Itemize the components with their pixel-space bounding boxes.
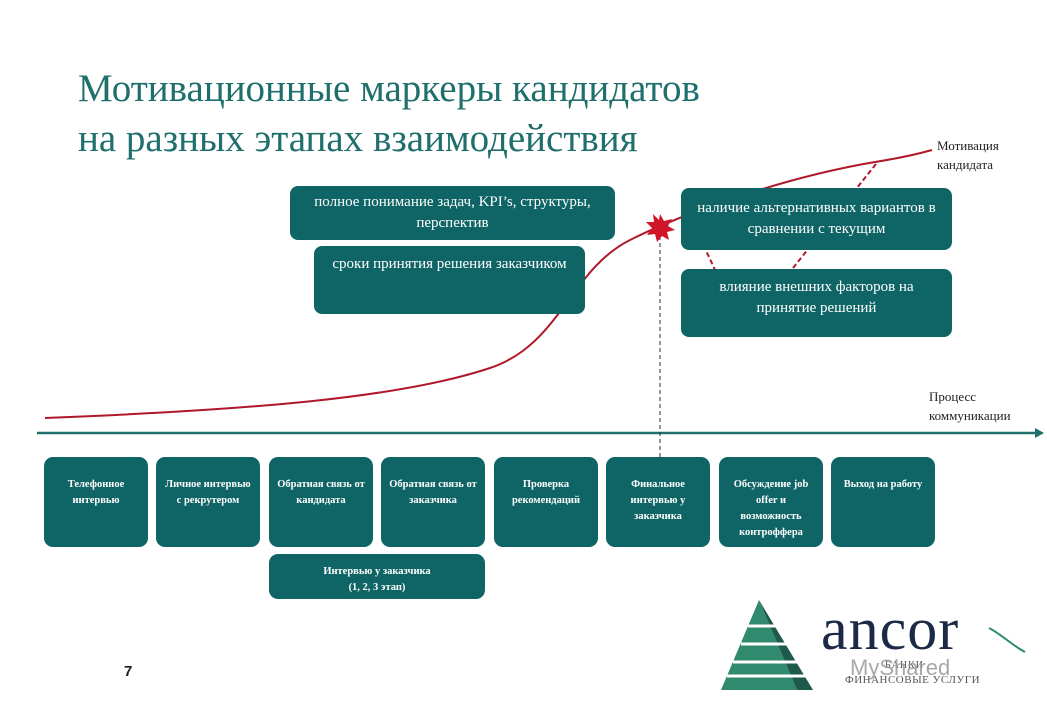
sub-stage-line2: (1, 2, 3 этап) [348, 582, 406, 593]
stage-text: Финальное интервью у заказчика [630, 479, 686, 522]
motivation-label-line1: Мотивация [937, 138, 999, 153]
logo-subtitle: ФИНАНСОВЫЕ УСЛУГИ [845, 674, 981, 686]
marker-external-factors: влияние внешних факторов на принятие реш… [681, 269, 952, 337]
slide-title: Мотивационные маркеры кандидатов на разн… [78, 64, 898, 164]
process-label-line2: коммуникации [929, 408, 1011, 423]
slide-title-line2: на разных этапах взаимодействия [78, 117, 638, 160]
page-number: 7 [124, 663, 133, 680]
logo-swoosh-icon [988, 627, 1026, 653]
process-axis-label: Процесс коммуникации [929, 387, 1011, 425]
slide-title-line1: Мотивационные маркеры кандидатов [78, 67, 700, 110]
dashed-connector-left [699, 237, 718, 275]
stage-text: Выход на работу [843, 479, 923, 490]
stage-text: Проверка рекомендаций [511, 479, 581, 506]
stage-recruiter-interview: Личное интервью с рекрутером [156, 457, 260, 547]
marker-text: наличие альтернативных вариантов в сравн… [697, 200, 936, 237]
decision-star-icon [646, 214, 675, 242]
process-axis-arrowhead [1035, 428, 1044, 438]
stage-job-offer: Обсуждение job offer и возможность контр… [719, 457, 823, 547]
marker-text: влияние внешних факторов на принятие реш… [719, 279, 914, 316]
sub-stage-line1: Интервью у заказчика [323, 566, 431, 577]
marker-task-understanding: полное понимание задач, KPI’s, структуры… [290, 186, 615, 240]
ancor-logo: ancor БАНКИ ФИНАНСОВЫЕ УСЛУГИ [717, 596, 1030, 696]
stage-final-interview: Финальное интервью у заказчика [606, 457, 710, 547]
watermark: MyShared [850, 655, 951, 680]
stage-text: Личное интервью с рекрутером [165, 479, 251, 506]
marker-decision-timing: сроки принятия решения заказчиком [314, 246, 585, 314]
stage-reference-check: Проверка рекомендаций [494, 457, 598, 547]
marker-alternatives: наличие альтернативных вариантов в сравн… [681, 188, 952, 250]
process-label-line1: Процесс [929, 389, 976, 404]
stage-text: Обсуждение job offer и возможность контр… [733, 479, 809, 538]
stage-phone-interview: Телефонное интервью [44, 457, 148, 547]
stage-candidate-feedback: Обратная связь от кандидата [269, 457, 373, 547]
stage-text: Обратная связь от кандидата [277, 479, 365, 506]
pyramid-logo-icon [721, 600, 813, 690]
sub-stage-client-interviews: Интервью у заказчика (1, 2, 3 этап) [269, 554, 485, 599]
stage-start-work: Выход на работу [831, 457, 935, 547]
stage-client-feedback: Обратная связь от заказчика [381, 457, 485, 547]
marker-text: сроки принятия решения заказчиком [332, 256, 567, 272]
logo-wordmark: ancor [821, 596, 960, 662]
logo-subtitle-top: БАНКИ [885, 660, 924, 671]
marker-text: полное понимание задач, KPI’s, структуры… [314, 194, 591, 231]
stage-text: Обратная связь от заказчика [389, 479, 477, 506]
stage-text: Телефонное интервью [67, 479, 125, 506]
motivation-axis-label: Мотивация кандидата [937, 136, 999, 174]
motivation-label-line2: кандидата [937, 157, 994, 172]
